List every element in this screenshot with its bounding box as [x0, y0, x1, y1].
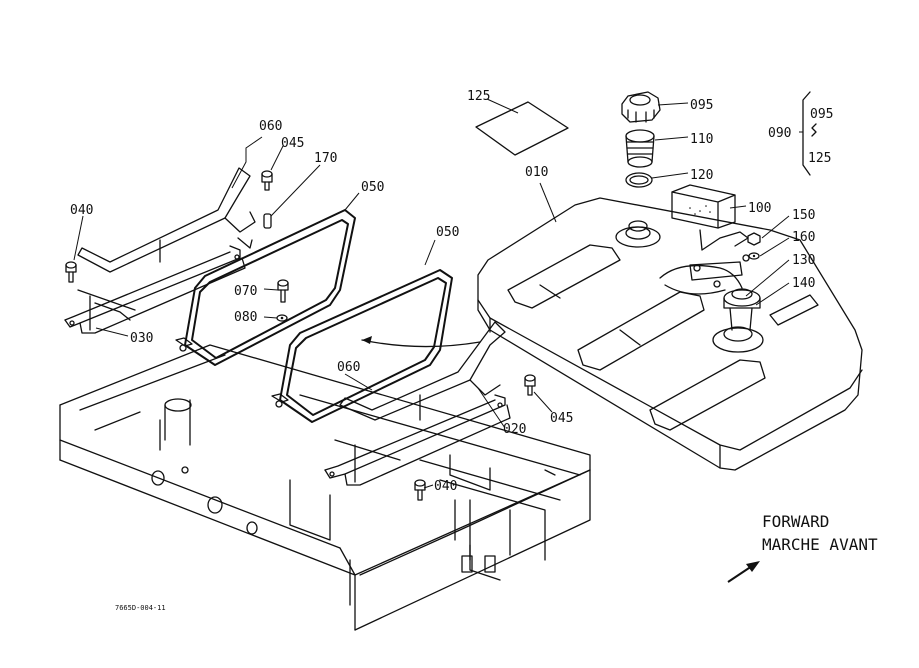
label-060-upper: 060 — [259, 119, 282, 134]
label-020-bracket: 020 — [503, 422, 526, 437]
label-095-kit: 095 — [810, 107, 833, 122]
bolt-045-upper — [261, 170, 273, 191]
label-060-lower: 060 — [337, 360, 360, 375]
part-labels: 125 095 110 120 010 100 150 160 130 140 … — [70, 89, 833, 494]
label-120-gasket: 120 — [690, 168, 713, 183]
fuel-sender-130 — [659, 264, 761, 331]
label-110-strainer: 110 — [690, 132, 713, 147]
label-125-kit: 125 — [808, 151, 831, 166]
forward-indicator: FORWARD MARCHE AVANT — [727, 512, 878, 583]
label-045-upper: 045 — [281, 136, 304, 151]
strainer-110 — [625, 129, 655, 168]
label-100-bracket: 100 — [748, 201, 771, 216]
gasket-120 — [625, 172, 653, 188]
label-080-washer: 080 — [234, 310, 257, 325]
fuel-cap-095 — [621, 91, 661, 123]
bracket-020 — [324, 394, 511, 486]
label-070-bolt: 070 — [234, 284, 257, 299]
bolt-045-lower — [524, 374, 536, 396]
forward-arrow-icon — [727, 565, 753, 583]
spacer-170 — [263, 213, 272, 229]
nut-150 — [747, 232, 761, 246]
label-170-spacer: 170 — [314, 151, 337, 166]
bolt-040-left — [65, 261, 77, 283]
label-095-cap: 095 — [690, 98, 713, 113]
chassis-frame — [59, 344, 591, 631]
label-130-sender: 130 — [792, 253, 815, 268]
label-040-left: 040 — [70, 203, 93, 218]
bolt-040-lower — [414, 479, 426, 501]
assembly-arrowhead — [362, 336, 372, 344]
bracket-030 — [64, 245, 246, 334]
bracket-100 — [671, 184, 749, 251]
fuel-tank — [477, 197, 863, 471]
washer-080 — [276, 314, 288, 322]
strap-050-left — [175, 209, 356, 366]
label-140-gasket: 140 — [792, 276, 815, 291]
strap-060-upper — [77, 167, 256, 273]
bolt-070 — [277, 279, 289, 303]
label-160-washer: 160 — [792, 230, 815, 245]
label-010-tank: 010 — [525, 165, 548, 180]
label-050-left: 050 — [361, 180, 384, 195]
decal-125 — [475, 101, 569, 156]
assembly-arrow — [361, 339, 481, 348]
leader-lines — [73, 98, 803, 489]
forward-text: FORWARD — [762, 512, 829, 531]
drawing-code: 7665D-004-11 — [115, 604, 166, 612]
label-040-lower: 040 — [434, 479, 457, 494]
label-090-kit: 090 — [768, 126, 791, 141]
strap-050-right — [271, 269, 453, 423]
washer-160 — [748, 252, 760, 260]
label-045-lower: 045 — [550, 411, 573, 426]
label-150-nut: 150 — [792, 208, 815, 223]
strap-060-lower — [339, 321, 506, 421]
marche-avant-text: MARCHE AVANT — [762, 535, 878, 554]
label-125-decal: 125 — [467, 89, 490, 104]
label-050-right: 050 — [436, 225, 459, 240]
label-030-bracket: 030 — [130, 331, 153, 346]
